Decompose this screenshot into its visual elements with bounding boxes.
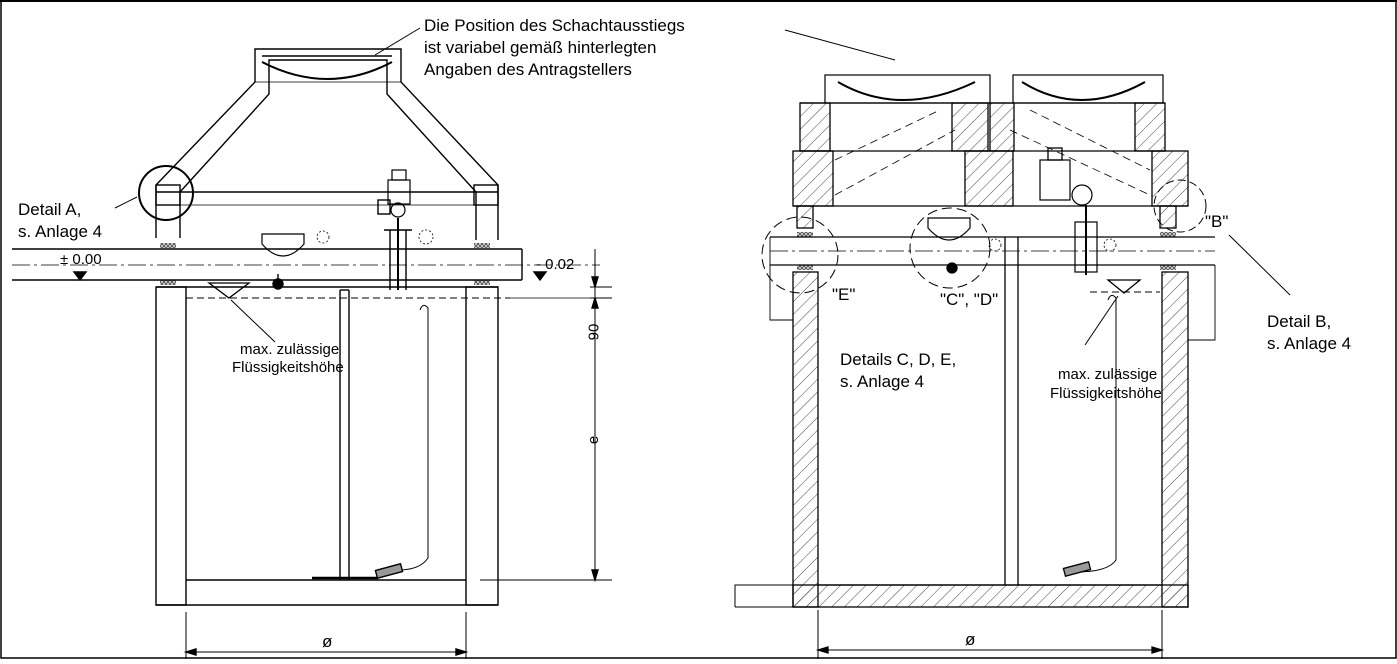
dimension-90: 90 xyxy=(585,323,603,341)
detail-a-line1: Detail A, xyxy=(18,200,82,219)
right-max-level-line2: Flüssigkeitshöhe xyxy=(1050,385,1162,402)
level-zero-label: ± 0.00 xyxy=(60,251,102,268)
left-max-level-line2: Flüssigkeitshöhe xyxy=(232,359,344,376)
details-cde-line2: s. Anlage 4 xyxy=(840,372,925,391)
right-shaft-drawing xyxy=(734,29,1291,659)
left-shaft-drawing xyxy=(12,27,612,659)
dimension-e: e xyxy=(585,435,603,445)
header-note-line3: Angaben des Antragstellers xyxy=(424,60,632,79)
detail-b-line2: s. Anlage 4 xyxy=(1267,334,1352,353)
detail-e-marker: "E" xyxy=(832,285,856,304)
right-diameter-label: ø xyxy=(965,630,976,649)
level-minus-label: - 0.02 xyxy=(536,256,575,273)
detail-b-line1: Detail B, xyxy=(1267,312,1332,331)
left-max-level-line1: max. zulässige xyxy=(240,341,340,358)
header-note-line1: Die Position des Schachtausstiegs xyxy=(424,16,685,35)
detail-a-line2: s. Anlage 4 xyxy=(18,222,103,241)
detail-cd-marker: "C", "D" xyxy=(940,290,999,309)
right-max-level-line1: max. zulässige xyxy=(1058,366,1158,383)
details-cde-line1: Details C, D, E, xyxy=(840,350,957,369)
header-note-line2: ist variabel gemäß hinterlegten xyxy=(424,38,657,57)
left-diameter-label: ø xyxy=(322,632,333,651)
detail-b-marker: "B" xyxy=(1205,212,1229,231)
